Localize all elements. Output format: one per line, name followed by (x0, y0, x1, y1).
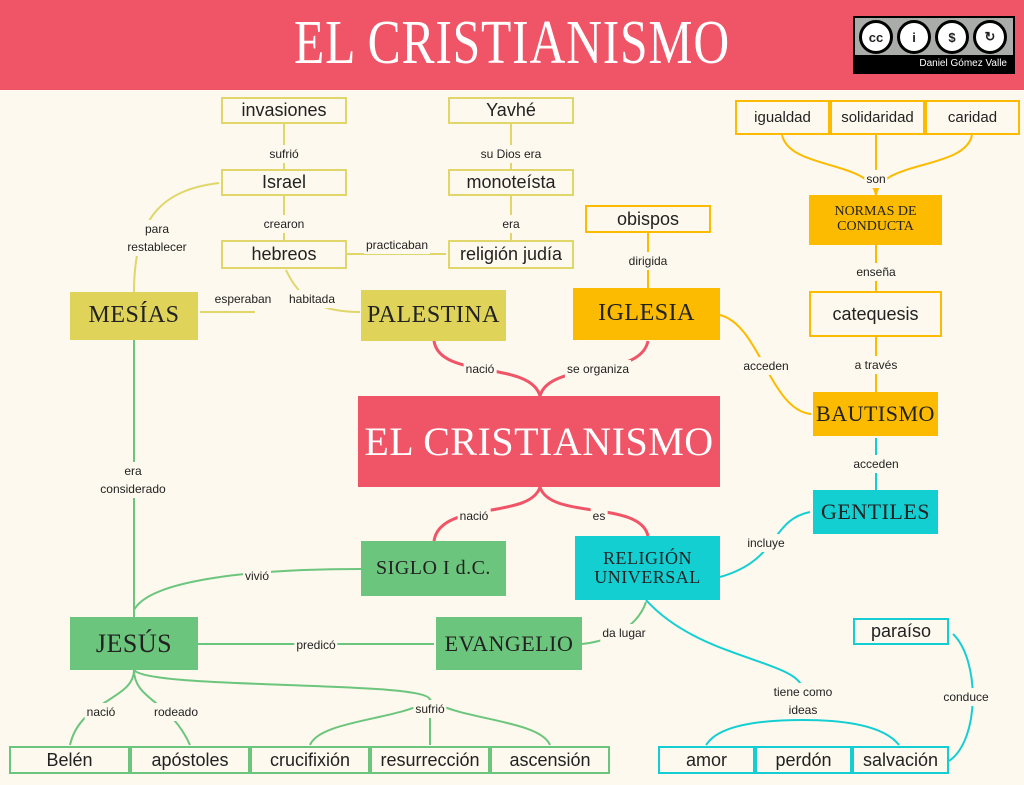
node-palestina: PALESTINA (361, 290, 506, 341)
node-religion-universal: RELIGIÓN UNIVERSAL (575, 536, 720, 600)
link-label: rodeado (151, 703, 201, 721)
node-jesus: JESÚS (70, 617, 198, 670)
link-label: acceden (851, 455, 901, 473)
node-israel: Israel (221, 169, 347, 196)
link-label: su Dios era (478, 145, 544, 163)
link-label: era (500, 215, 522, 233)
link-label: sufrió (267, 145, 301, 163)
node-apostoles: apóstoles (130, 746, 250, 774)
node-paraiso: paraíso (853, 618, 949, 645)
by-icon: i (897, 20, 931, 54)
node-salvacion: salvación (852, 746, 949, 774)
node-yavhe: Yavhé (448, 97, 574, 124)
node-religion-judia: religión judía (448, 240, 574, 269)
link-label: nació (457, 507, 491, 525)
link-label: da lugar (600, 624, 648, 642)
link-label: son (864, 170, 888, 188)
cc-icon: cc (859, 20, 893, 54)
page-title: EL CRISTIANISMO (294, 9, 730, 77)
node-monoteista: monoteísta (448, 169, 574, 196)
node-gentiles: GENTILES (813, 490, 938, 534)
node-invasiones: invasiones (221, 97, 347, 124)
license-author: Daniel Gómez Valle (855, 55, 1013, 72)
link-label: para restablecer (122, 220, 192, 256)
node-amor: amor (658, 746, 755, 774)
link-label: predicó (294, 636, 338, 654)
node-bautismo: BAUTISMO (813, 392, 938, 436)
link-label: acceden (741, 357, 791, 375)
nc-icon: $ (935, 20, 969, 54)
link-label: nació (84, 703, 118, 721)
link-label: crearon (261, 215, 307, 233)
node-resurreccion: resurrección (370, 746, 490, 774)
link-label: habitada (286, 290, 338, 308)
sa-icon: ↻ (973, 20, 1007, 54)
node-solidaridad: solidaridad (830, 100, 925, 135)
link-label: esperaban (212, 290, 274, 308)
node-belen: Belén (9, 746, 130, 774)
node-hebreos: hebreos (221, 240, 347, 269)
link-label: enseña (854, 263, 898, 281)
node-crucifixion: crucifixión (250, 746, 370, 774)
link-label: a través (852, 356, 900, 374)
link-label: incluye (745, 534, 787, 552)
node-el-cristianismo: EL CRISTIANISMO (358, 396, 720, 487)
node-perdon: perdón (755, 746, 852, 774)
node-catequesis: catequesis (809, 291, 942, 337)
node-ascension: ascensión (490, 746, 610, 774)
link-label: dirigida (626, 252, 670, 270)
link-label: practicaban (363, 236, 431, 254)
link-label: nació (463, 360, 497, 378)
node-caridad: caridad (925, 100, 1020, 135)
link-label: conduce (941, 688, 991, 706)
link-label: era considerado (98, 462, 168, 498)
node-iglesia: IGLESIA (573, 288, 720, 340)
link-label: tiene como ideas (768, 683, 838, 719)
node-siglo-i: SIGLO I d.C. (361, 541, 506, 596)
link-label: sufrió (413, 700, 447, 718)
node-obispos: obispos (585, 205, 711, 233)
link-label: es (590, 507, 608, 525)
node-igualdad: igualdad (735, 100, 830, 135)
link-label: vivió (242, 567, 272, 585)
node-normas-de-conducta: NORMAS DE CONDUCTA (809, 195, 942, 245)
link-label: se organiza (564, 360, 632, 378)
node-evangelio: EVANGELIO (436, 617, 582, 670)
node-mesias: MESÍAS (70, 292, 198, 340)
